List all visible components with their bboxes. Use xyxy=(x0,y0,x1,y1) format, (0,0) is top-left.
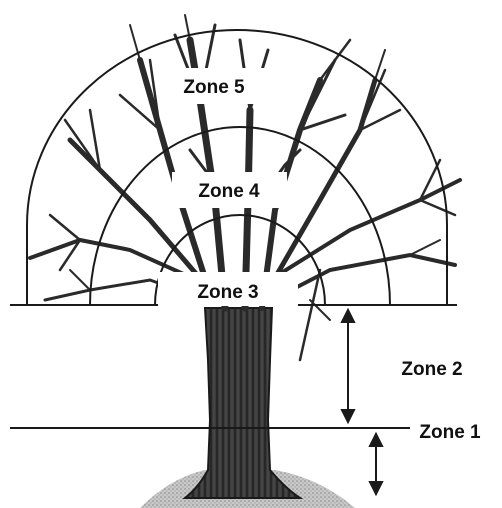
zone5-label: Zone 5 xyxy=(183,77,245,98)
zone2-label: Zone 2 xyxy=(401,359,462,380)
zone2-height-arrow xyxy=(342,310,354,422)
zone4-label: Zone 4 xyxy=(198,181,260,202)
zone1-height-arrow xyxy=(370,434,382,494)
zone3-label: Zone 3 xyxy=(197,282,258,303)
tree-trunk xyxy=(185,308,300,498)
zone1-label: Zone 1 xyxy=(419,422,481,443)
